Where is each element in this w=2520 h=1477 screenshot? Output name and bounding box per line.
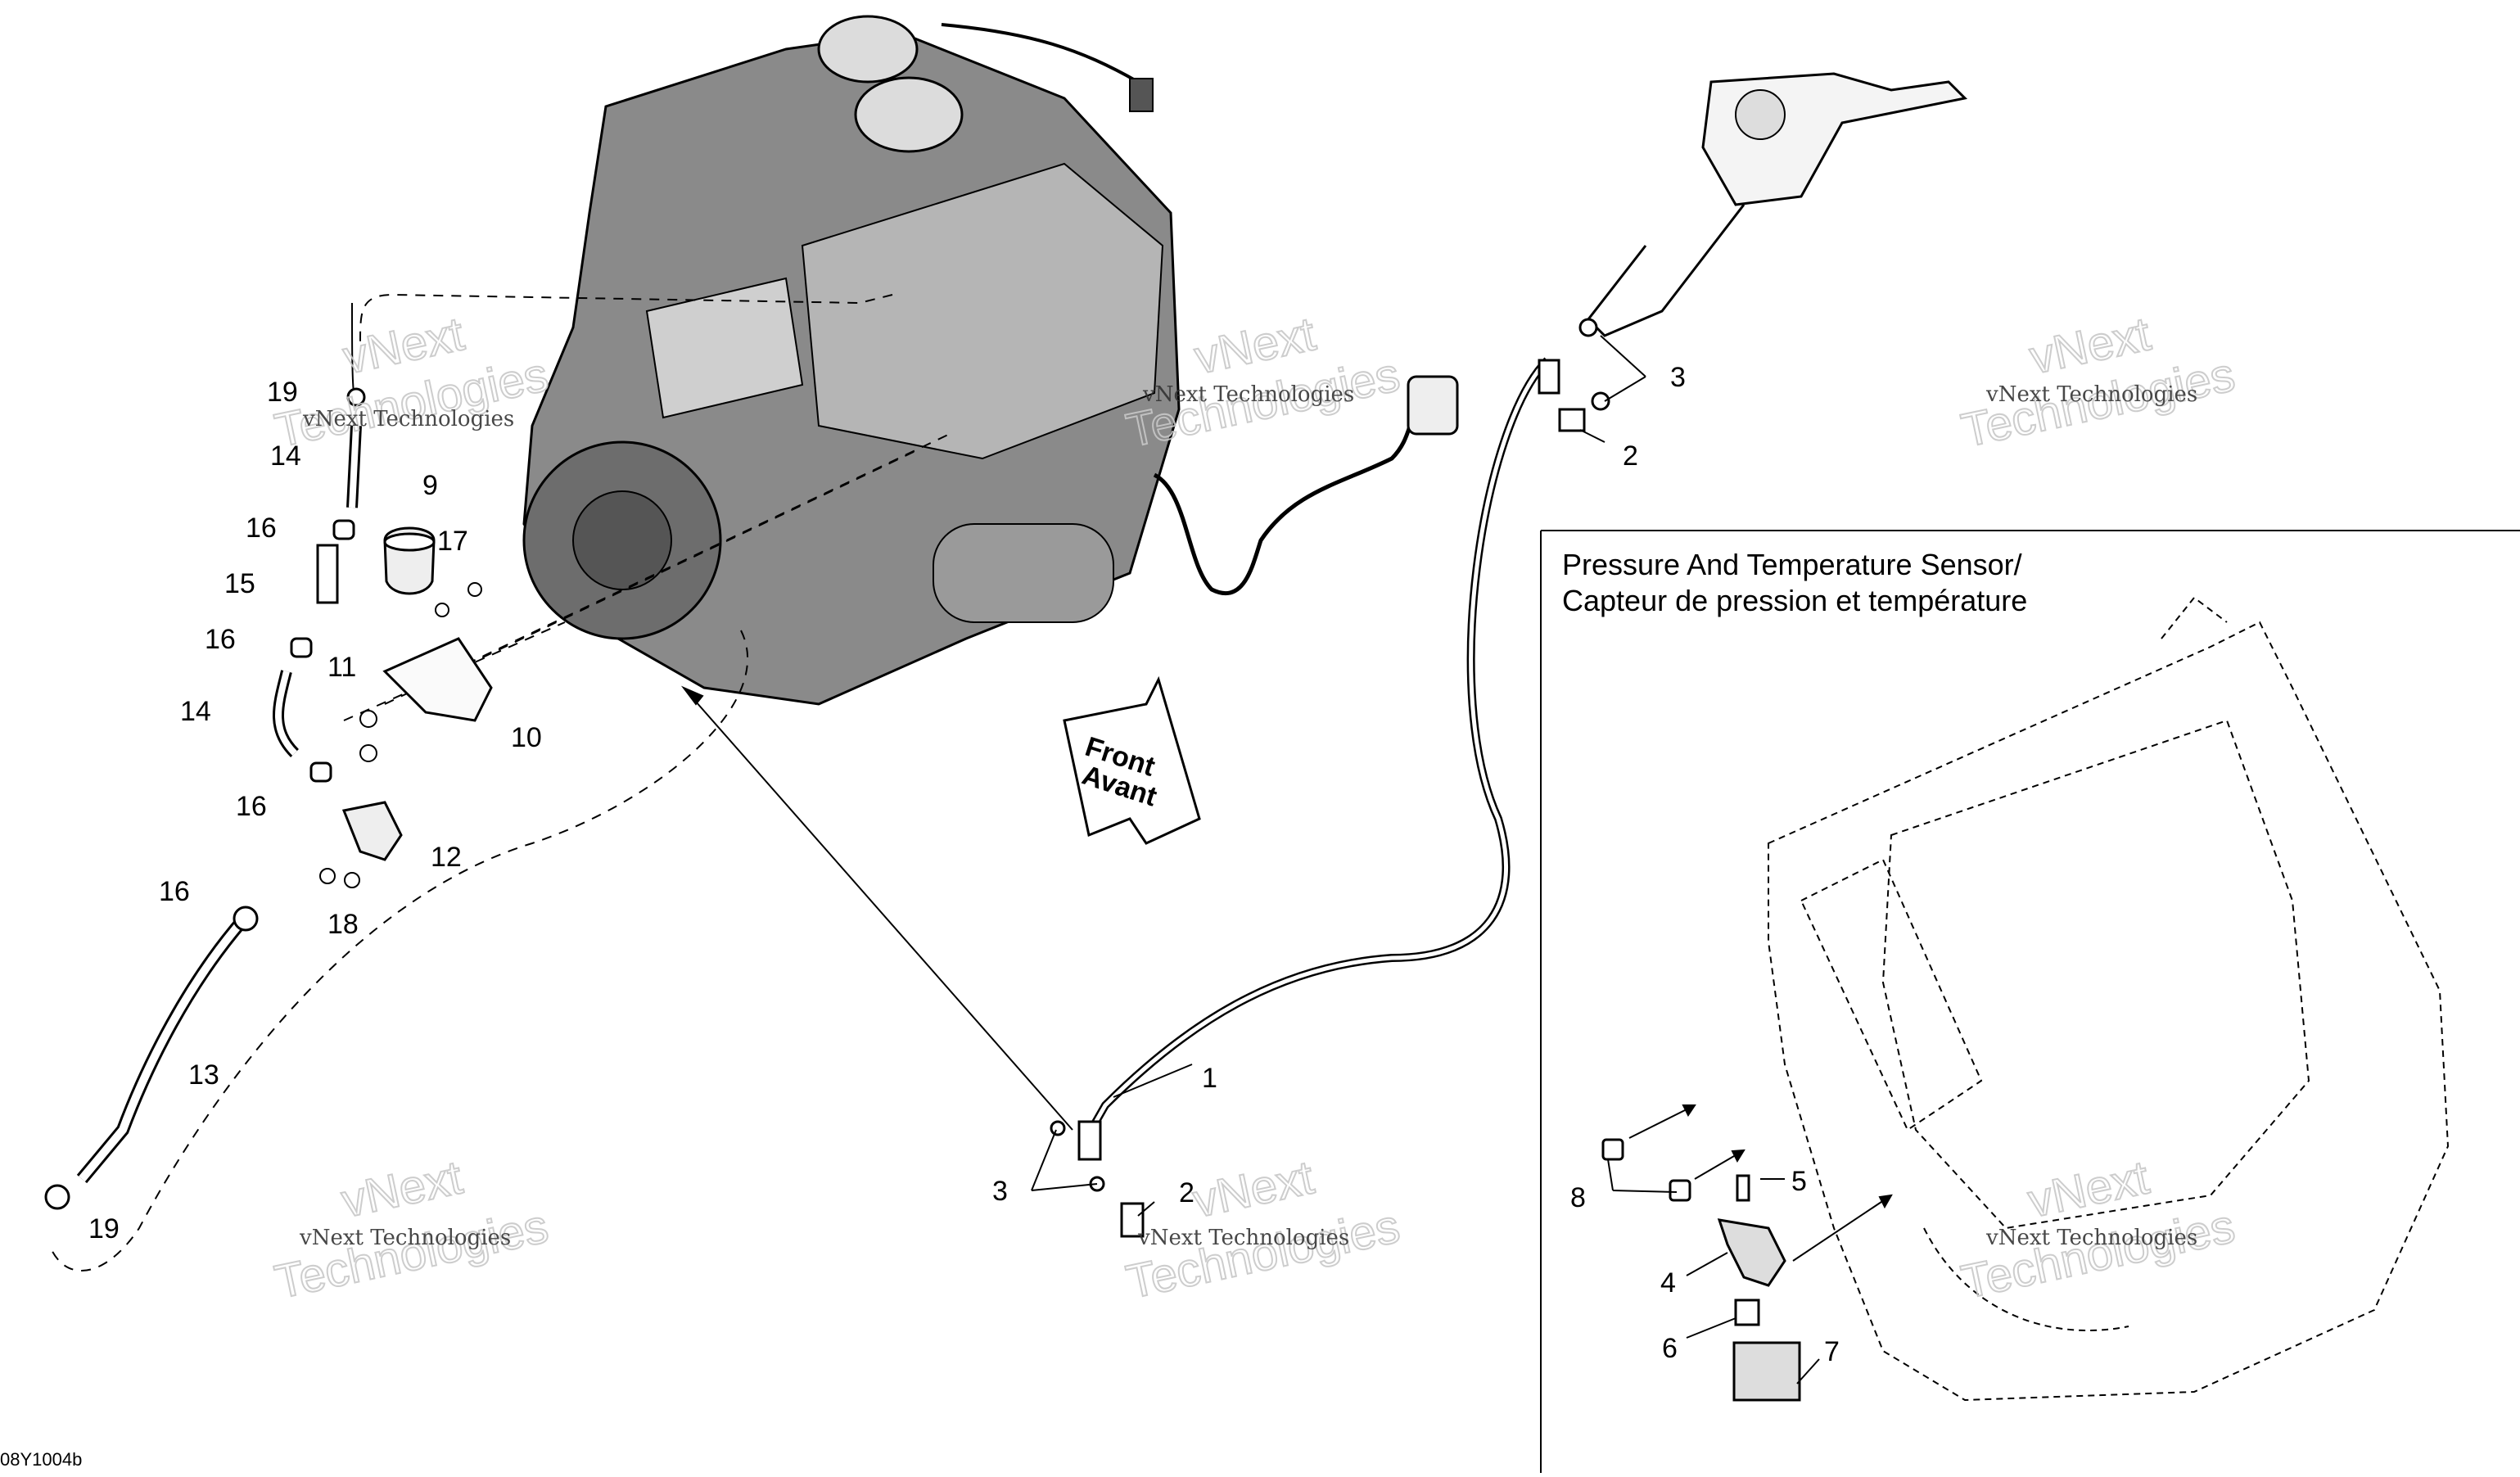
watermark-brand: vNext Technologies xyxy=(1985,1226,2197,1250)
watermark-brand: vNext Technologies xyxy=(1985,382,2197,407)
callout-12: 12 xyxy=(431,842,462,873)
watermarks: vNext Technologies vNext Technologies vN… xyxy=(269,306,2240,1310)
callout-11: 11 xyxy=(327,652,356,683)
callout-18: 18 xyxy=(327,909,359,940)
left-hose-assembly xyxy=(44,387,366,1210)
inset-leaders xyxy=(1607,1104,1893,1384)
callout-3-upper: 3 xyxy=(1670,362,1686,393)
callout-13: 13 xyxy=(188,1059,219,1091)
inset-title: Pressure And Temperature Sensor/ Capteur… xyxy=(1562,547,2027,619)
callout-17: 17 xyxy=(437,526,468,557)
banjo-fitting-upper xyxy=(1538,318,1610,432)
reservoir-bracket xyxy=(319,526,493,888)
callout-10: 10 xyxy=(511,722,542,753)
brake-lever xyxy=(1587,72,1968,337)
diagram-code: 08Y1004b xyxy=(0,1449,83,1470)
callout-16-a: 16 xyxy=(246,513,277,544)
callout-16-b: 16 xyxy=(205,624,236,655)
callout-5: 5 xyxy=(1791,1166,1807,1197)
leader-lines xyxy=(48,293,1646,1272)
watermark-brand: vNext Technologies xyxy=(1142,382,1354,407)
callout-15: 15 xyxy=(224,568,255,599)
callout-14-upper: 14 xyxy=(270,440,301,472)
watermark-brand: vNext Technologies xyxy=(299,1226,511,1250)
callouts: 1 2 2 3 3 4 5 6 7 8 9 10 11 12 13 14 14 … xyxy=(88,362,1840,1367)
callout-14-lower: 14 xyxy=(180,696,211,727)
watermark-brand: vNext Technologies xyxy=(302,407,514,431)
callout-7: 7 xyxy=(1824,1336,1840,1367)
callout-19-upper: 19 xyxy=(267,377,298,408)
watermark-brand: Technologies xyxy=(1122,1199,1404,1309)
callout-16-c: 16 xyxy=(236,791,267,822)
wiring-harness xyxy=(1153,375,1459,596)
watermark-brand: vNext xyxy=(337,1150,467,1227)
watermark-brand: Technologies xyxy=(1957,1199,2239,1309)
callout-16-d: 16 xyxy=(159,876,190,907)
callout-2-lower: 2 xyxy=(1179,1177,1195,1208)
watermark-brand: vNext Technologies xyxy=(1137,1226,1349,1250)
callout-1: 1 xyxy=(1202,1063,1217,1094)
callout-2-upper: 2 xyxy=(1623,440,1638,472)
callout-3-lower: 3 xyxy=(992,1176,1008,1207)
inset-frame xyxy=(1540,530,2520,1473)
callout-19-lower: 19 xyxy=(88,1213,120,1244)
callout-4: 4 xyxy=(1660,1267,1676,1299)
watermark-brand: vNext xyxy=(1189,1150,1319,1227)
inset-title-english: Pressure And Temperature Sensor/ xyxy=(1562,548,2022,581)
chassis-outline xyxy=(1768,596,2450,1402)
watermark-brand: Technologies xyxy=(270,1199,553,1309)
callout-9: 9 xyxy=(422,470,438,501)
watermark-brand: vNext xyxy=(2024,1150,2154,1227)
callout-6: 6 xyxy=(1662,1333,1678,1364)
engine-block xyxy=(522,15,1181,706)
inset-title-french: Capteur de pression et température xyxy=(1562,584,2028,617)
hose-1 xyxy=(1085,357,1551,1136)
front-direction-arrow: Front Avant xyxy=(1063,675,1201,845)
banjo-fitting-lower xyxy=(1050,1120,1145,1238)
sensor-parts xyxy=(1601,1138,1801,1402)
callout-8: 8 xyxy=(1570,1182,1586,1213)
